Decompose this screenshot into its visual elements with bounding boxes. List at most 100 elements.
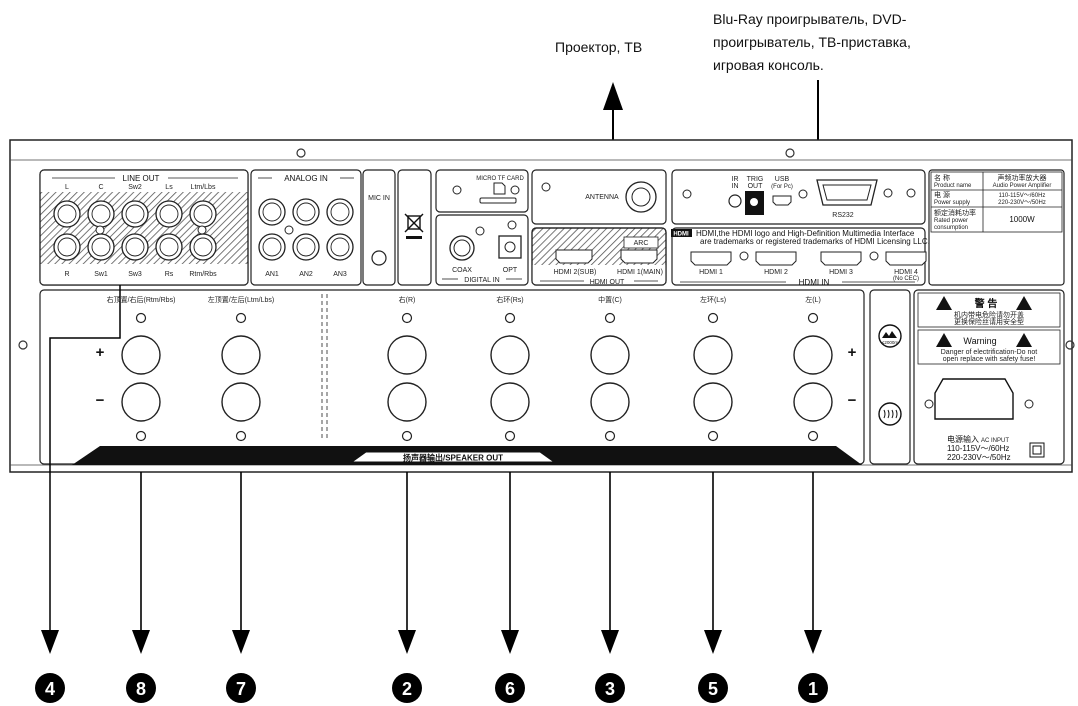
usb-note: (For Pc)	[771, 184, 793, 190]
weee-panel	[397, 169, 432, 286]
line-out-bottom-label: Sw3	[128, 271, 142, 278]
spec-row2-en-val: 220-230V～/50Hz	[998, 200, 1046, 206]
arrow-to-projector-head	[603, 82, 623, 110]
spec-row3-en-2: consumption	[934, 225, 968, 231]
analog-in-title: ANALOG IN	[284, 174, 328, 183]
caption-sources-line3: игровая консоль.	[713, 57, 824, 73]
spec-row1-cn: 名 称	[934, 173, 950, 182]
spec-row2-en: Power supply	[934, 200, 970, 206]
speaker-out-banner-text: 扬声器输出/SPEAKER OUT	[403, 453, 503, 463]
speaker-terminal-negative	[693, 382, 733, 422]
speaker-terminal-positive	[490, 335, 530, 375]
ac-power-socket	[934, 378, 1014, 420]
usb-label: USB	[775, 176, 790, 183]
spec-row1-en-val: Audio Power Amplifier	[993, 183, 1052, 189]
line-out-top-label: Ltm/Lbs	[191, 184, 216, 191]
speaker-channel-label: 右顶置/右后(Rtm/Rbs)	[107, 295, 176, 304]
line-out-bottom-label: Sw1	[94, 271, 108, 278]
marker-number-badge	[126, 673, 156, 703]
plus-right: +	[848, 344, 857, 361]
spec-row3-val: 1000W	[1009, 215, 1035, 224]
line-out-top-label: C	[98, 184, 103, 191]
control-panel: IR IN TRIG OUT USB (For Pc) RS232	[671, 169, 926, 225]
micro-tf-label: MICRO TF CARD	[476, 176, 524, 182]
line-out-bottom-label: Rs	[165, 271, 174, 278]
marker-number: 7	[236, 679, 246, 699]
rs232-label: RS232	[832, 212, 854, 219]
speaker-terminal-negative	[387, 382, 427, 422]
coax-label: COAX	[452, 267, 472, 274]
hdmi-out-sub-port	[555, 249, 593, 264]
marker-number-badge	[595, 673, 625, 703]
marker-arrowhead	[41, 630, 59, 654]
speaker-terminal-negative	[221, 382, 261, 422]
warning-en-text2: open replace with safety fuse!	[943, 356, 1036, 363]
marker-arrowhead	[601, 630, 619, 654]
spec-row2-cn-val: 110-115V～/60Hz	[999, 193, 1046, 199]
speaker-terminal-positive	[387, 335, 427, 375]
marker-number: 1	[808, 679, 818, 699]
hdmi-in-panel: HDMI HDMI,the HDMI logo and High-Definit…	[671, 227, 930, 287]
hazard-icon	[936, 333, 952, 347]
speaker-terminal-positive	[590, 335, 630, 375]
hdmi-in-port	[820, 251, 862, 266]
hdmi-in-port-label: HDMI 1	[699, 269, 723, 276]
speaker-terminal-panel: + − + − 右顶置/右后(Rtm/Rbs)左顶置/左后(Ltm/Lbs)右(…	[39, 289, 865, 465]
hdmi-out-sub-label: HDMI 2(SUB)	[554, 269, 597, 276]
analog-in-label: AN3	[333, 271, 347, 278]
hdmi-logo	[671, 229, 692, 237]
caption-sources-line1: Blu-Ray проигрыватель, DVD-	[713, 11, 907, 27]
line-out-top-label: L	[65, 184, 69, 191]
line-out-bottom-label: Rtm/Rbs	[189, 271, 217, 278]
ac-input-en: AC INPUT	[981, 438, 1009, 444]
marker-number-badge	[392, 673, 422, 703]
leader-line-4	[49, 285, 121, 630]
hdmi-in-port	[690, 251, 732, 266]
line-out-title: LINE OUT	[123, 174, 160, 183]
speaker-channel-label: 中置(C)	[598, 295, 622, 304]
certification-panel: ≤2000m	[869, 289, 911, 465]
double-insulation-icon	[1029, 442, 1045, 458]
crossed-bin-icon	[404, 213, 424, 239]
hdmi-out-main-port	[620, 249, 658, 264]
ir-in-label: IR	[732, 176, 739, 183]
minus-left: −	[96, 392, 105, 409]
micro-tf-panel: MICRO TF CARD	[435, 169, 529, 213]
hdmi-out-main-label: HDMI 1(MAIN)	[617, 269, 663, 276]
speaker-terminal-negative	[121, 382, 161, 422]
antenna-panel: ANTENNA	[531, 169, 667, 225]
marker-number: 3	[605, 679, 615, 699]
spec-row2-cn: 电 源	[934, 190, 950, 199]
hdmi-in-port	[885, 251, 927, 266]
speaker-terminal-negative	[590, 382, 630, 422]
arc-label: ARC	[634, 240, 649, 247]
plus-left: +	[96, 344, 105, 361]
rs232-port	[816, 179, 878, 206]
speaker-terminal-negative	[490, 382, 530, 422]
warning-en-title: Warning	[963, 336, 996, 346]
marker-number: 4	[45, 679, 55, 699]
hazard-icon	[936, 296, 952, 310]
ac-input-cn: 电源输入	[947, 434, 979, 444]
optical-jack	[498, 235, 522, 259]
warning-cn-title: 警 告	[974, 297, 998, 310]
marker-number-badge	[226, 673, 256, 703]
tropical-climate-icon	[878, 402, 902, 426]
marker-arrowhead	[398, 630, 416, 654]
speaker-channel-label: 左环(Ls)	[700, 295, 726, 304]
antenna-jack	[625, 181, 657, 213]
micro-tf-slot	[479, 197, 517, 204]
digital-in-panel: COAX OPT DIGITAL IN	[435, 214, 529, 286]
hdmi-in-port-label: HDMI 2	[764, 269, 788, 276]
ir-in-label-2: IN	[732, 183, 739, 190]
hazard-icon	[1016, 333, 1032, 347]
warning-cn-text2: 更换保险丝请用安全型	[954, 317, 1024, 326]
speaker-channel-label: 左顶置/左后(Ltm/Lbs)	[208, 295, 275, 304]
hdmi-logo-text: HDMI	[673, 232, 689, 238]
mic-in-jack	[371, 250, 387, 266]
ir-in-jack	[728, 194, 742, 208]
line-out-top-label: Sw2	[128, 184, 142, 191]
opt-label: OPT	[503, 267, 518, 274]
